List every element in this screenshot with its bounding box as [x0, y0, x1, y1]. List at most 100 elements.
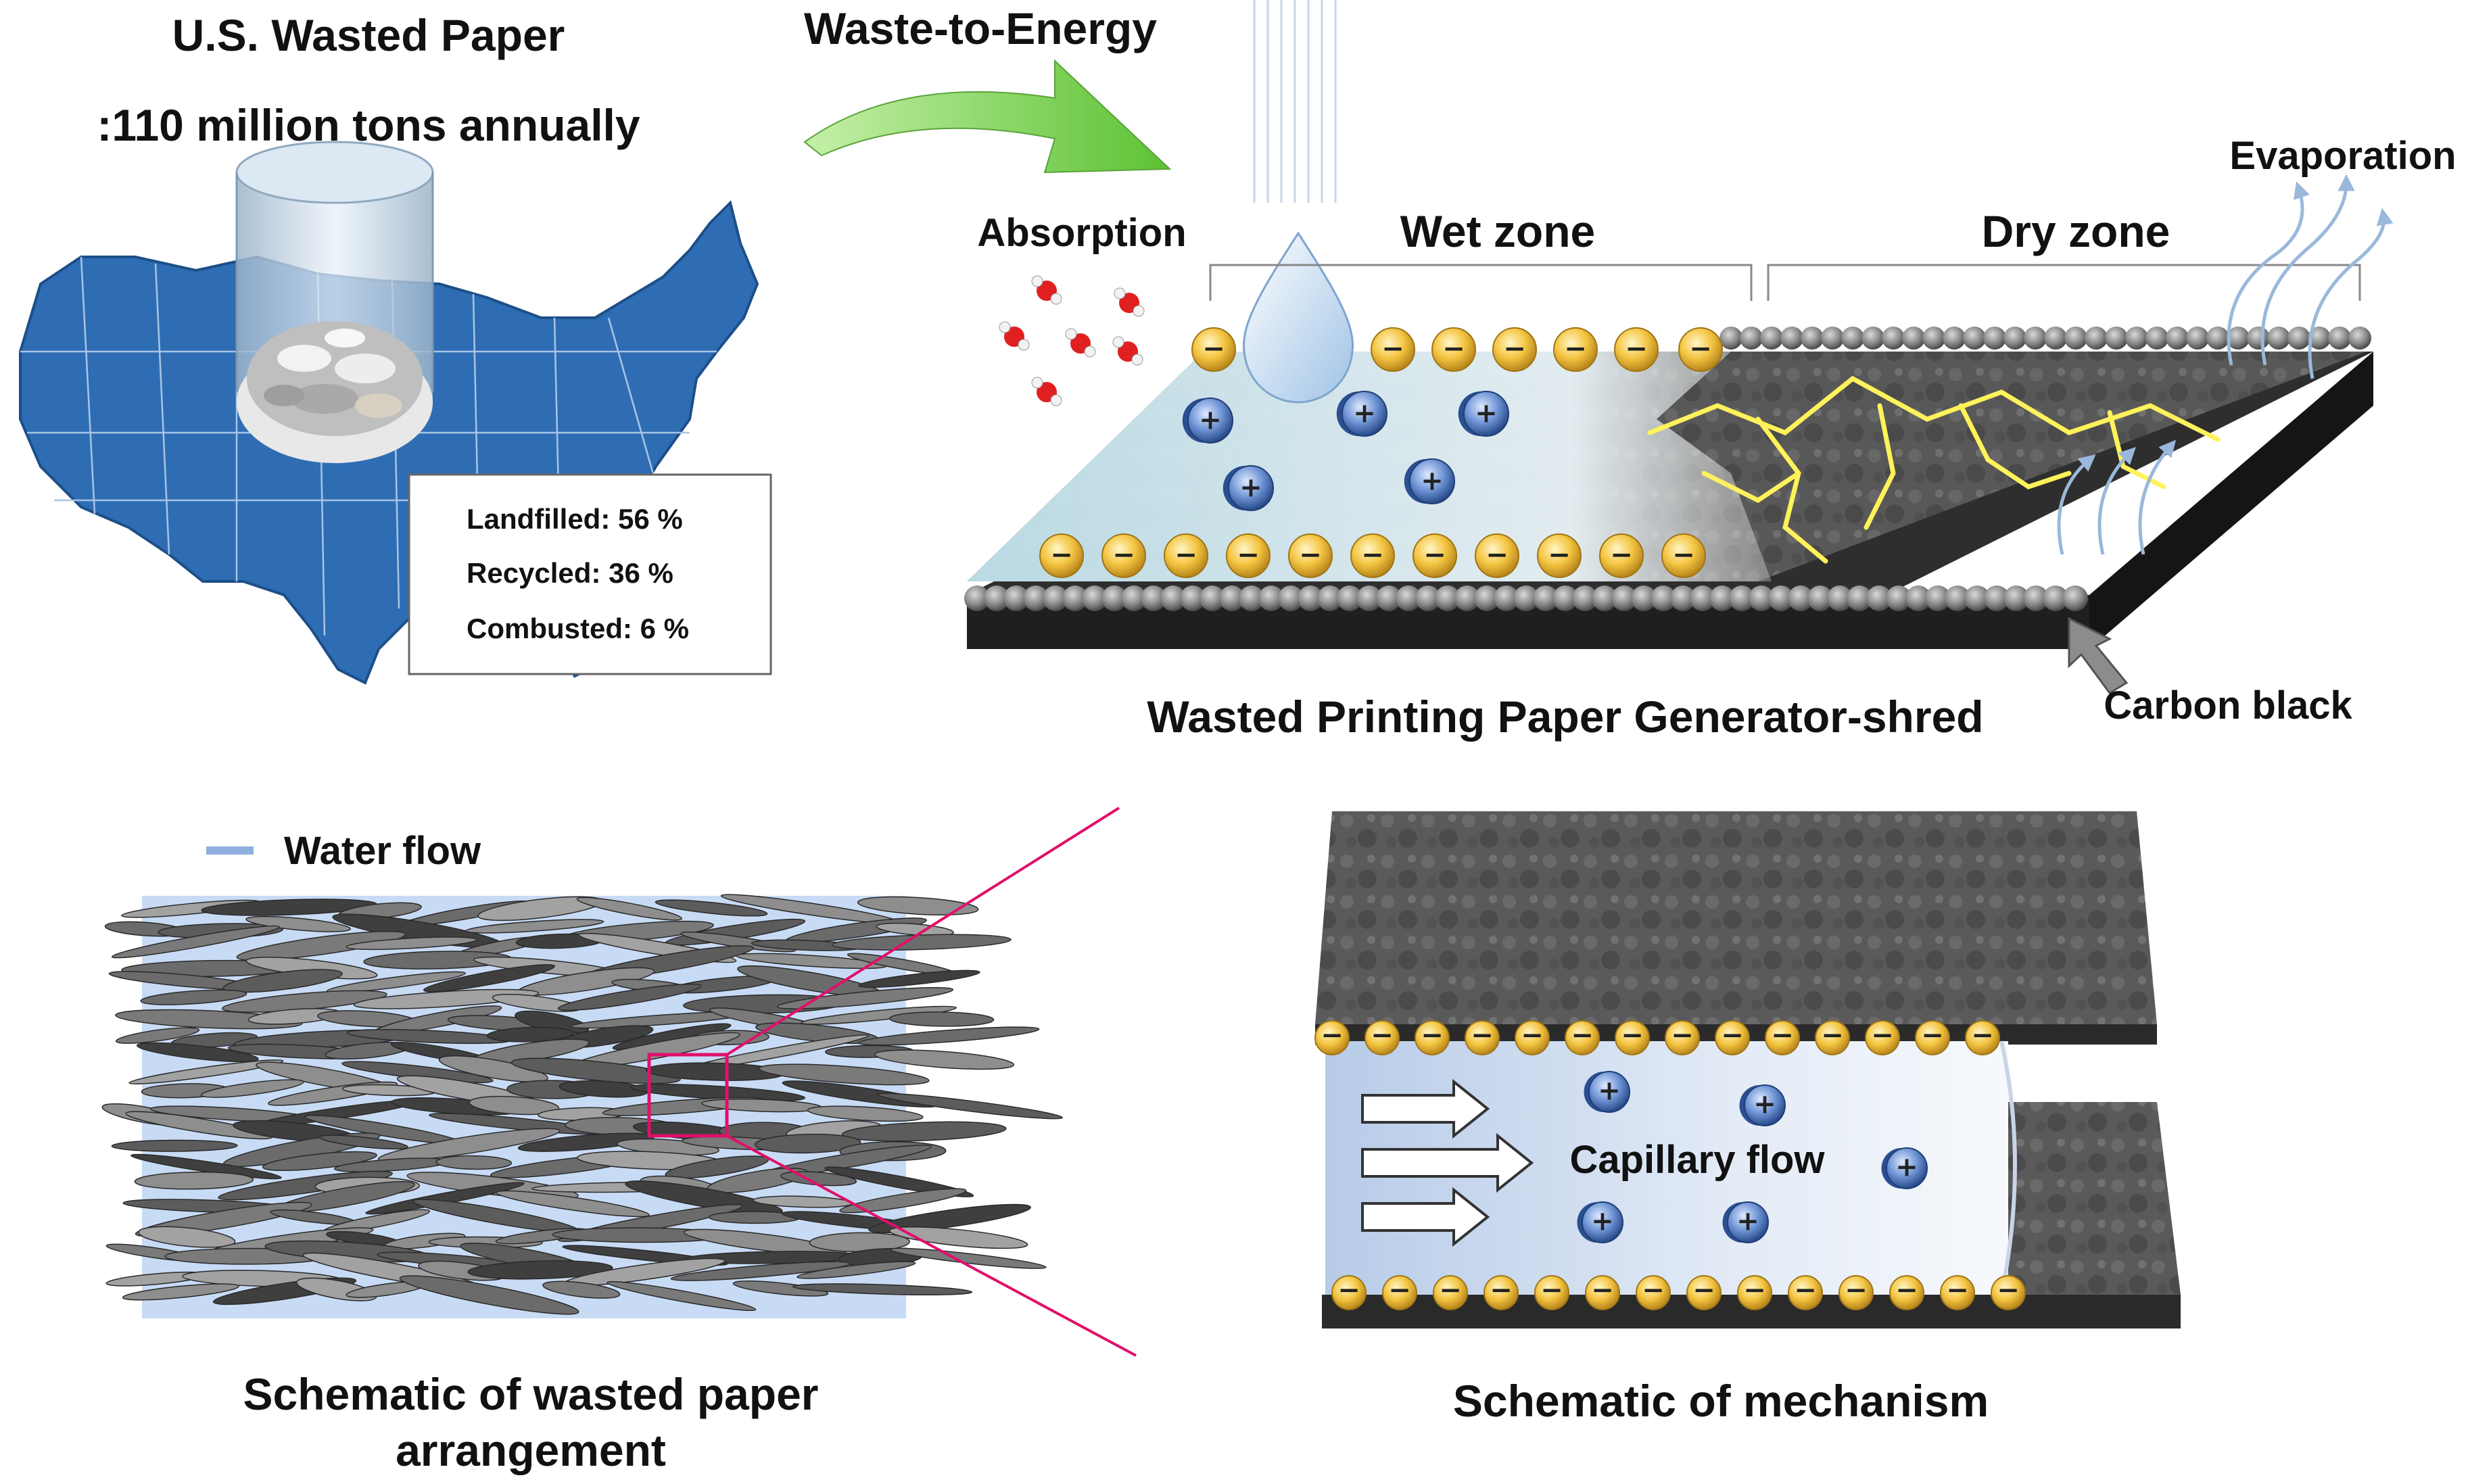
paper-fiber: [511, 1057, 681, 1084]
negative-charge-row-bottom: −−−−−−−−−−−: [1039, 533, 1706, 578]
svg-text:−: −: [1421, 1020, 1444, 1051]
negative-charge-icon: −: [1191, 327, 1236, 372]
svg-text:−: −: [1692, 1275, 1715, 1306]
carbon-bead-icon: [1841, 327, 1864, 350]
carbon-bead-icon: [2186, 327, 2209, 350]
positive-ion-icon: +: [1182, 398, 1233, 444]
carbon-bead-icon: [1882, 327, 1905, 350]
negative-charge-row-top: −−−−−−−: [1191, 327, 1723, 372]
carbon-bead-icon: [1749, 585, 1774, 611]
negative-charge-icon: −: [1475, 533, 1519, 578]
paper-fiber: [140, 989, 247, 1005]
paper-fiber: [625, 1180, 783, 1215]
carbon-bead-row-back: [1719, 327, 2371, 350]
svg-text:−: −: [1361, 540, 1384, 571]
carbon-bead-icon: [2085, 327, 2108, 350]
carbon-black-label: Carbon black: [2104, 684, 2352, 727]
svg-text:−: −: [1571, 1020, 1594, 1051]
carbon-bead-icon: [1827, 585, 1853, 611]
negative-charge-icon: −: [1661, 533, 1706, 578]
svg-text:+: +: [1475, 398, 1498, 429]
paper-fiber: [858, 970, 980, 988]
positive-ion-icon: +: [1577, 1201, 1623, 1243]
paper-fiber: [890, 1247, 1047, 1269]
carbon-bead-icon: [1963, 327, 1986, 350]
us-subtitle: :110 million tons annually: [97, 100, 640, 150]
carbon-bead-icon: [2145, 327, 2168, 350]
stats-box: Landfilled: 56 % Recycled: 36 % Combuste…: [408, 473, 772, 675]
negative-charge-icon: −: [1686, 1275, 1722, 1310]
wet-zone-label: Wet zone: [1400, 206, 1595, 256]
negative-charge-icon: −: [1371, 327, 1415, 372]
paper-fiber: [111, 1139, 238, 1152]
svg-text:−: −: [1794, 1275, 1817, 1306]
water-droplet-icon: [1242, 0, 1354, 404]
carbon-bead-icon: [1494, 585, 1519, 611]
carbon-bead-icon: [1258, 585, 1284, 611]
paper-fiber: [655, 899, 768, 917]
negative-charge-icon: −: [1991, 1275, 2026, 1310]
carbon-bead-icon: [2024, 327, 2047, 350]
stat-combusted: Combusted: 6 %: [467, 613, 689, 644]
negative-charge-icon: −: [1765, 1020, 1800, 1055]
negative-charge-icon: −: [1678, 327, 1723, 372]
carbon-bead-icon: [1043, 585, 1068, 611]
paper-fiber: [868, 1203, 1031, 1233]
carbon-bead-icon: [1572, 585, 1598, 611]
shredded-paper-icon: [247, 321, 423, 436]
carbon-bead-icon: [1760, 327, 1783, 350]
negative-charge-icon: −: [1965, 1020, 2000, 1055]
capillary-flow-label: Capillary flow: [1569, 1138, 1825, 1182]
paper-fiber: [542, 1280, 621, 1299]
svg-text:−: −: [1442, 333, 1465, 364]
paper-fiber: [754, 1133, 861, 1154]
paper-fiber: [576, 896, 683, 921]
carbon-bead-icon: [1709, 585, 1735, 611]
carbon-bead-icon: [2166, 327, 2189, 350]
zone-brackets: [1209, 264, 2361, 301]
negative-charge-icon: −: [1164, 533, 1208, 578]
carbon-bead-icon: [2227, 327, 2250, 350]
water-molecule-icon: [1112, 336, 1143, 366]
carbon-bead-icon: [2064, 327, 2087, 350]
svg-text:−: −: [1548, 540, 1571, 571]
carbon-bead-icon: [1902, 327, 1925, 350]
paper-fiber: [319, 1134, 408, 1150]
svg-text:−: −: [1423, 540, 1446, 571]
flow-arrow-icon: [1361, 1078, 1490, 1139]
mechanism-negative-row-top: −−−−−−−−−−−−−−: [1314, 1020, 2000, 1055]
carbon-bead-icon: [1023, 585, 1049, 611]
carbon-bead-icon: [2308, 327, 2331, 350]
carbon-bead-icon: [1101, 585, 1127, 611]
carbon-bead-icon: [1670, 585, 1696, 611]
carbon-bead-icon: [2062, 585, 2088, 611]
carbon-bead-icon: [2023, 585, 2049, 611]
carbon-bead-icon: [1592, 585, 1617, 611]
carbon-bead-icon: [1866, 585, 1892, 611]
negative-charge-icon: −: [1553, 327, 1598, 372]
carbon-bead-icon: [964, 585, 990, 611]
carbon-bead-icon: [1788, 585, 1813, 611]
svg-text:+: +: [1591, 1205, 1614, 1237]
negative-charge-icon: −: [1492, 327, 1537, 372]
carbon-bead-icon: [1200, 585, 1225, 611]
negative-charge-icon: −: [1565, 1020, 1600, 1055]
svg-text:−: −: [1371, 1020, 1394, 1051]
carbon-bead-icon: [1943, 327, 1966, 350]
carbon-bead-icon: [1239, 585, 1264, 611]
paper-fiber: [262, 1151, 377, 1172]
svg-text:−: −: [1381, 333, 1404, 364]
carbon-bead-icon: [1376, 585, 1402, 611]
wet-zone-water: [967, 352, 1772, 581]
carbon-black-pointer-icon: [2068, 617, 2129, 694]
svg-text:−: −: [1503, 333, 1526, 364]
carbon-bead-icon: [1801, 327, 1824, 350]
negative-charge-icon: −: [1715, 1020, 1750, 1055]
paper-fiber: [200, 1079, 304, 1098]
us-title: U.S. Wasted Paper: [172, 10, 565, 60]
svg-text:−: −: [1490, 1275, 1513, 1306]
negative-charge-icon: −: [1737, 1275, 1772, 1310]
arrangement-title-line2: arrangement: [396, 1425, 666, 1475]
negative-charge-icon: −: [1413, 533, 1457, 578]
paper-fiber: [797, 1261, 916, 1279]
